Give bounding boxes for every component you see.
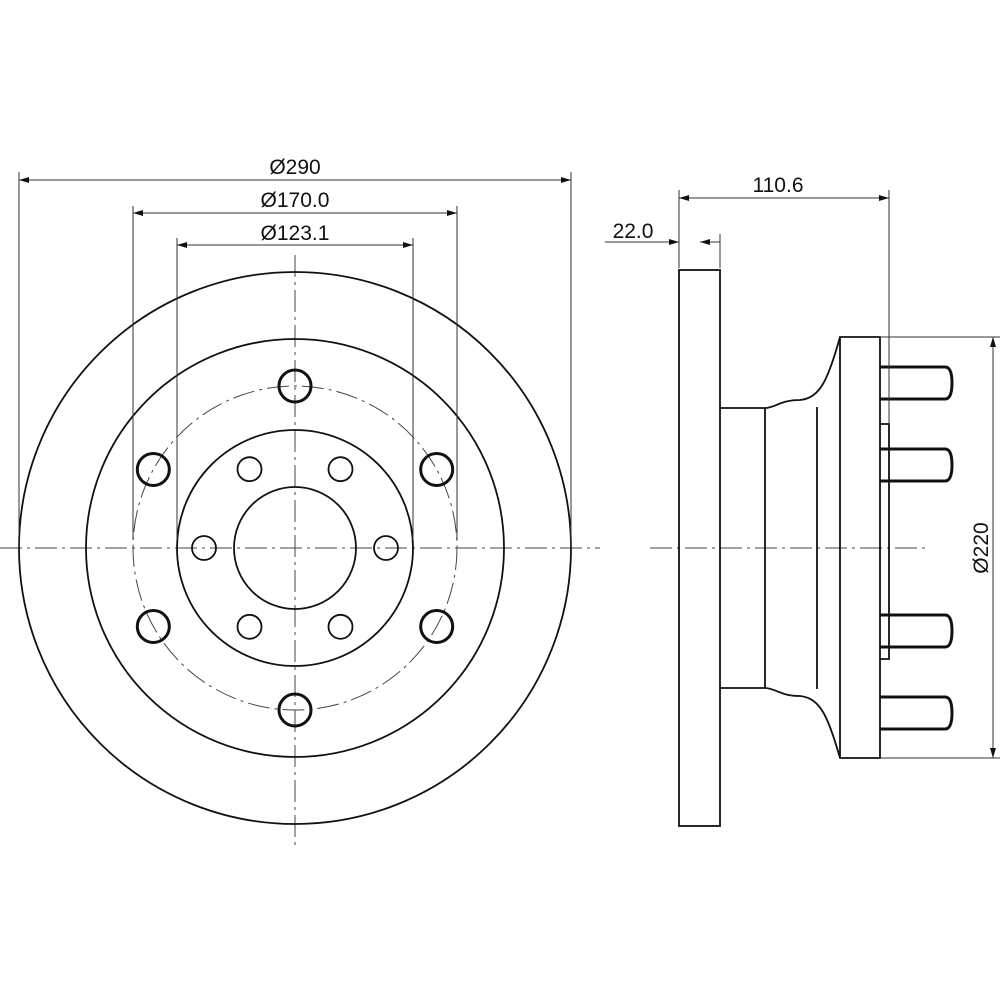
small-holes	[191, 456, 399, 640]
dim-pcd: Ø170.0	[132, 189, 458, 540]
dim-thickness: 22.0	[605, 220, 721, 268]
small-hole	[191, 535, 217, 561]
dim-thickness-label: 22.0	[613, 220, 654, 243]
disc-section	[678, 269, 721, 827]
dim-outer: Ø290	[18, 156, 572, 548]
small-hole	[236, 456, 263, 483]
dim-height-label: 110.6	[753, 174, 804, 197]
pcd-circle	[132, 385, 458, 711]
small-hole	[373, 535, 399, 561]
small-hole	[327, 456, 354, 483]
front-view: Ø290 Ø170.0 Ø123.1	[0, 156, 600, 845]
dim-flange: Ø220	[880, 336, 1000, 759]
pilot-ring	[880, 423, 890, 660]
side-view: 110.6 22.0 Ø220	[605, 174, 1000, 827]
wheel-stud	[880, 365, 954, 401]
hub-circle	[176, 429, 414, 667]
hub-profile	[720, 336, 881, 759]
small-hole	[236, 613, 263, 640]
friction-inner-circle	[85, 338, 505, 758]
dim-height: 110.6	[678, 174, 890, 424]
bolt-hole	[135, 609, 171, 645]
small-hole	[327, 613, 354, 640]
large-bolt-holes	[135, 368, 455, 728]
wheel-studs	[880, 365, 954, 731]
dim-flange-label: Ø220	[970, 522, 993, 573]
bolt-hole	[419, 451, 455, 487]
dim-outer-label: Ø290	[269, 156, 320, 179]
wheel-stud	[880, 447, 954, 483]
bolt-hole	[135, 451, 171, 487]
dim-pcd-label: Ø170.0	[261, 189, 330, 212]
dim-center-label: Ø123.1	[261, 222, 330, 245]
bolt-hole	[419, 609, 455, 645]
wheel-stud	[880, 613, 954, 649]
wheel-stud	[880, 695, 954, 731]
bolt-hole	[277, 692, 313, 728]
bolt-hole	[277, 368, 313, 404]
center-bore	[233, 486, 357, 610]
dim-center: Ø123.1	[176, 222, 414, 540]
